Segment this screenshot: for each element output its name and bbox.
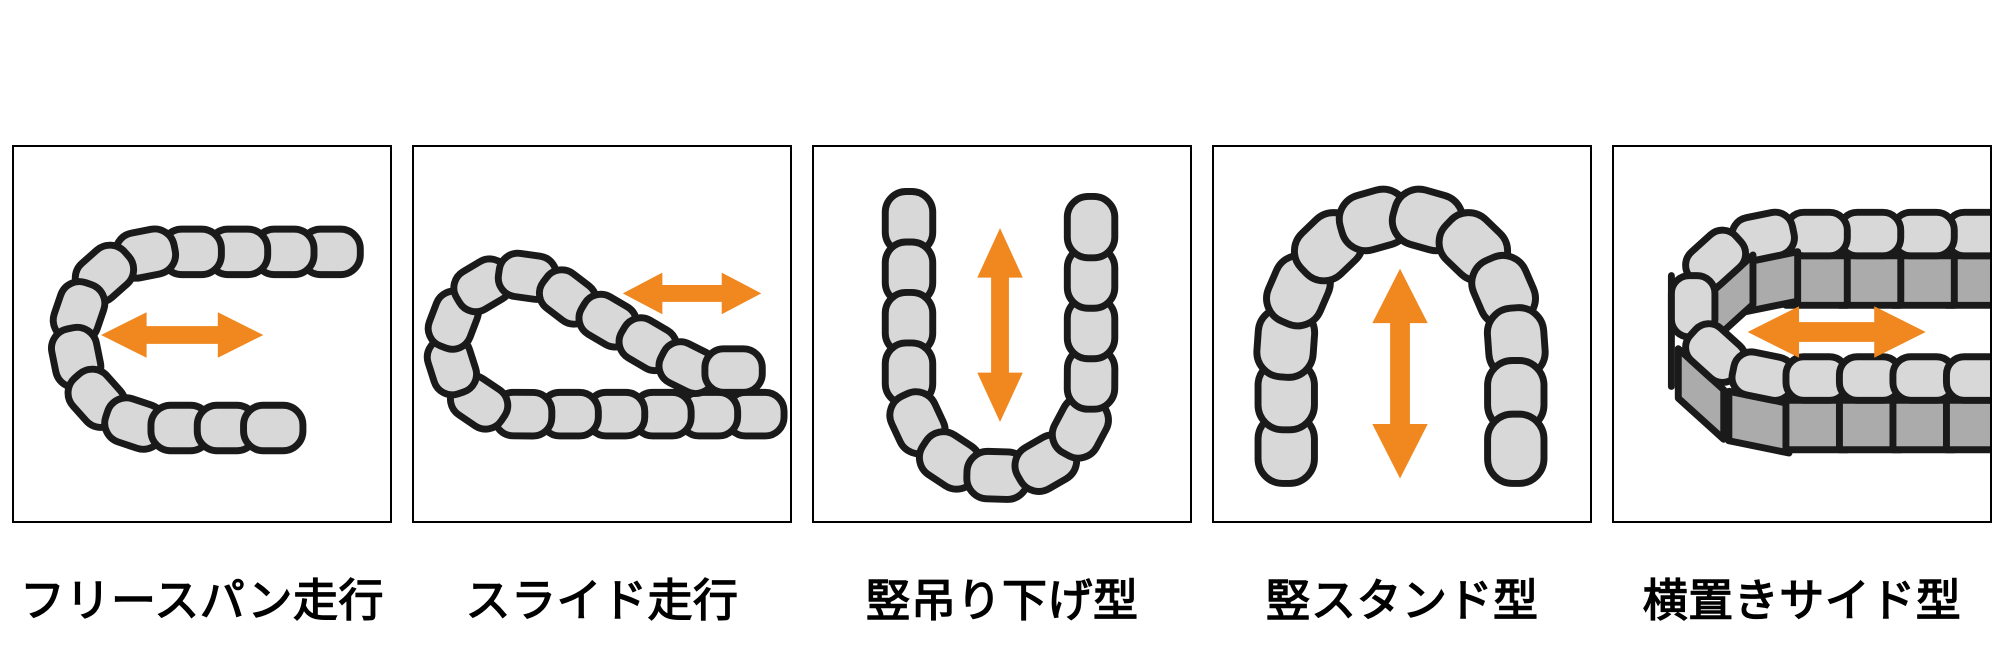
panel-label-vertical-stand: 竪スタンド型 [1265,575,1539,626]
chain-link [240,401,307,455]
panel-vertical-hanging: 竪吊り下げ型 [812,145,1192,629]
panel-slide: スライド走行 [412,145,792,629]
chain-link [1484,410,1548,487]
slide-illustration [412,145,792,523]
panel-label-slide: スライド走行 [465,575,739,626]
panel-label-vertical-hanging: 竪吊り下げ型 [865,575,1139,626]
panel-vertical-stand: 竪スタンド型 [1212,145,1592,629]
vertical-hanging-illustration [812,145,1192,523]
chain-link [1063,193,1119,262]
side-mount-chain-figure [1667,208,1990,457]
cable-carrier-chain [1667,208,1990,457]
cable-carrier-chain [423,249,788,440]
chain-link [1942,353,1990,404]
vertical-hanging-chain-figure [881,188,1119,503]
slide-chain-figure [423,249,788,440]
vertical-double-arrow-icon [1372,268,1428,479]
horizontal-double-arrow-icon [1747,306,1926,358]
side-mount-illustration [1612,145,1992,523]
panel-label-free-span: フリースパン走行 [19,575,384,626]
vertical-double-arrow-icon [977,228,1023,423]
panel-label-side-mount: 横置きサイド型 [1642,575,1962,626]
chain-link [701,345,766,396]
vertical-stand-chain-figure [1253,185,1549,487]
free-span-chain-figure [48,225,364,455]
vertical-stand-illustration [1212,145,1592,523]
horizontal-double-arrow-icon [622,272,762,315]
cable-carrier-chain [48,225,364,455]
cable-carrier-chain [1253,185,1549,487]
panel-free-span: フリースパン走行 [12,145,392,629]
cable-carrier-chain [881,188,1119,503]
horizontal-double-arrow-icon [101,312,264,358]
chain-link-side-wall [1942,396,1990,454]
panel-side-mount: 横置きサイド型 [1612,145,1992,629]
free-span-illustration [12,145,392,523]
